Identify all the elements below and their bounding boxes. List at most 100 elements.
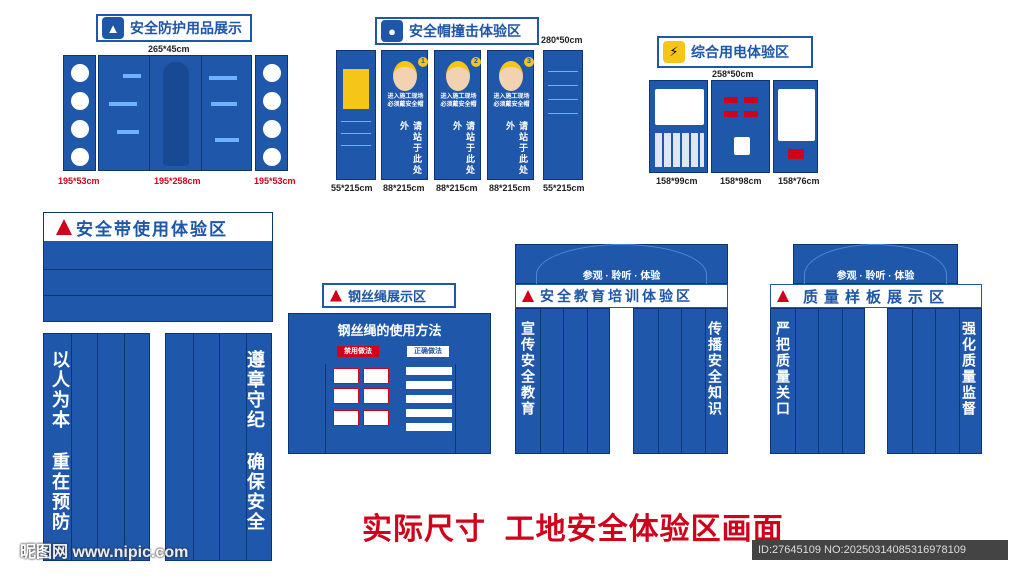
ppe-icon-glove — [71, 120, 89, 138]
training-arch-text: 参观 · 聆听 · 体验 — [582, 271, 661, 282]
rope-wrong-item-1 — [333, 368, 359, 384]
training-left-vertical: 宣传安全教育 — [520, 321, 536, 417]
belt-left-slogan-1: 以人为本 — [50, 350, 70, 430]
ppe-left-panel — [63, 55, 96, 171]
belt-title-strip: 安全带使用体验区 — [44, 213, 272, 241]
training-title-strip: 安全教育培训体验区 — [515, 284, 728, 308]
worker-face-icon-2 — [446, 61, 470, 91]
quality-title: 质量样板展示区 — [803, 288, 951, 306]
belt-title: 安全带使用体验区 — [76, 219, 228, 239]
rope-right-item-3 — [405, 394, 453, 404]
helmet-stand-text-3: 请站于此处外 — [505, 121, 528, 176]
belt-right-pillar: 遵章守纪 确保安全 — [165, 333, 272, 561]
rope-right-item-5 — [405, 422, 453, 432]
ppe-title: 安全防护用品展示 — [130, 20, 242, 36]
rope-wrong-item-2 — [363, 368, 389, 384]
ppe-right-panel — [255, 55, 288, 171]
rope-title-bar: 钢丝绳展示区 — [322, 283, 456, 308]
helmet-number-2: 2 — [471, 57, 481, 67]
helmet-number-3: 3 — [524, 57, 534, 67]
rope-wrong-item-5 — [333, 410, 359, 426]
belt-right-slogan-2: 确保安全 — [245, 452, 265, 532]
watermark: 昵图网 www.nipic.com — [20, 544, 189, 561]
helmet-notice-1: 进入施工现场必须戴安全帽 — [387, 94, 424, 108]
electric-dim-1: 158*99cm — [656, 176, 698, 186]
ppe-icon-mask-r — [263, 92, 281, 110]
electric-dim-2: 158*98cm — [720, 176, 762, 186]
ppe-icon-boot-r — [263, 148, 281, 166]
helmet-side-left — [336, 50, 376, 180]
quality-title-strip: 质量样板展示区 — [770, 284, 982, 308]
ppe-dim-center: 195*258cm — [154, 176, 201, 186]
rope-panel: 钢丝绳的使用方法 禁用做法 正确做法 — [288, 313, 491, 454]
ppe-callout-6 — [215, 138, 239, 142]
ppe-dim-right: 195*53cm — [254, 176, 296, 186]
electric-warning-icon: ⚡ — [663, 41, 685, 63]
helmet-notice-2: 进入施工现场必须戴安全帽 — [440, 94, 477, 108]
image-id-text: ID:27645109 NO:20250314085316978109 — [758, 544, 966, 556]
ppe-icon-helmet — [71, 64, 89, 82]
helmet-panel-1: 1 进入施工现场必须戴安全帽 请站于此处外 — [381, 50, 428, 180]
quality-arch-curve — [804, 244, 947, 305]
ppe-callout-3 — [117, 130, 139, 134]
helmet-dim-4: 88*215cm — [489, 183, 531, 193]
rope-wrong-item-3 — [333, 388, 359, 404]
helmet-notice-3: 进入施工现场必须戴安全帽 — [493, 94, 530, 108]
ppe-dim-left: 195*53cm — [58, 176, 100, 186]
belt-top-panel: 安全带使用体验区 — [43, 212, 273, 322]
helmet-side-right — [543, 50, 583, 180]
electric-indicator — [788, 149, 804, 159]
ppe-figure-silhouette — [163, 62, 189, 166]
rope-logo-icon — [330, 289, 342, 302]
quality-logo-icon — [777, 290, 789, 302]
headline: 实际尺寸 工地安全体验区画面 — [362, 513, 784, 546]
helmet-stand-text-2: 请站于此处外 — [452, 121, 475, 176]
electric-panel-3 — [773, 80, 818, 173]
helmet-dim-3: 88*215cm — [436, 183, 478, 193]
belt-left-slogan-2: 重在预防 — [50, 452, 70, 532]
ppe-title-bar: ▲ 安全防护用品展示 — [96, 14, 252, 42]
electric-body-chart — [778, 89, 815, 141]
electric-dim-3: 158*76cm — [778, 176, 820, 186]
helmet-panel-2: 2 进入施工现场必须戴安全帽 请站于此处外 — [434, 50, 481, 180]
belt-left-pillar: 以人为本 重在预防 — [43, 333, 150, 561]
helmet-number-1: 1 — [418, 57, 428, 67]
helmet-title: 安全帽撞击体验区 — [409, 23, 521, 39]
ppe-icon-boot — [71, 148, 89, 166]
helmet-title-bar: ● 安全帽撞击体验区 — [375, 17, 539, 45]
quality-right-pillar: 强化质量监督 — [887, 308, 982, 454]
electric-panel-1 — [649, 80, 708, 173]
rope-wrong-label: 禁用做法 — [337, 346, 379, 357]
electric-title: 综合用电体验区 — [691, 44, 789, 60]
rope-panel-title: 钢丝绳的使用方法 — [337, 323, 442, 338]
training-right-pillar: 传播安全知识 — [633, 308, 728, 454]
electric-button-1 — [724, 97, 738, 103]
quality-left-pillar: 严把质量关口 — [770, 308, 865, 454]
training-logo-icon — [522, 290, 534, 302]
ppe-center-panel — [98, 55, 252, 171]
ppe-callout-2 — [109, 102, 137, 106]
helmet-icon: ● — [381, 20, 403, 42]
boot-icon: ▲ — [102, 17, 124, 39]
electric-panel-2 — [711, 80, 770, 173]
quality-arch-text: 参观 · 聆听 · 体验 — [836, 271, 915, 282]
training-left-pillar: 宣传安全教育 — [515, 308, 610, 454]
rope-title: 钢丝绳展示区 — [348, 289, 427, 304]
rope-wrong-item-6 — [363, 410, 389, 426]
helmet-sign-yellow — [343, 69, 369, 109]
electric-button-4 — [744, 111, 758, 117]
electric-diagram-1 — [655, 89, 704, 125]
electric-meter — [734, 137, 750, 155]
helmet-panel-3: 3 进入施工现场必须戴安全帽 请站于此处外 — [487, 50, 534, 180]
quality-arch: 参观 · 聆听 · 体验 — [793, 244, 958, 305]
electric-button-3 — [724, 111, 738, 117]
electric-size-label: 258*50cm — [712, 69, 754, 79]
quality-right-vertical: 强化质量监督 — [961, 321, 977, 417]
rope-right-label: 正确做法 — [407, 346, 449, 357]
electric-grid-1 — [655, 133, 704, 167]
ppe-callout-1 — [123, 74, 141, 78]
ppe-icon-mask — [71, 92, 89, 110]
rope-right-item-4 — [405, 408, 453, 418]
helmet-dim-1: 55*215cm — [331, 183, 373, 193]
helmet-stand-text-1: 请站于此处外 — [399, 121, 422, 176]
